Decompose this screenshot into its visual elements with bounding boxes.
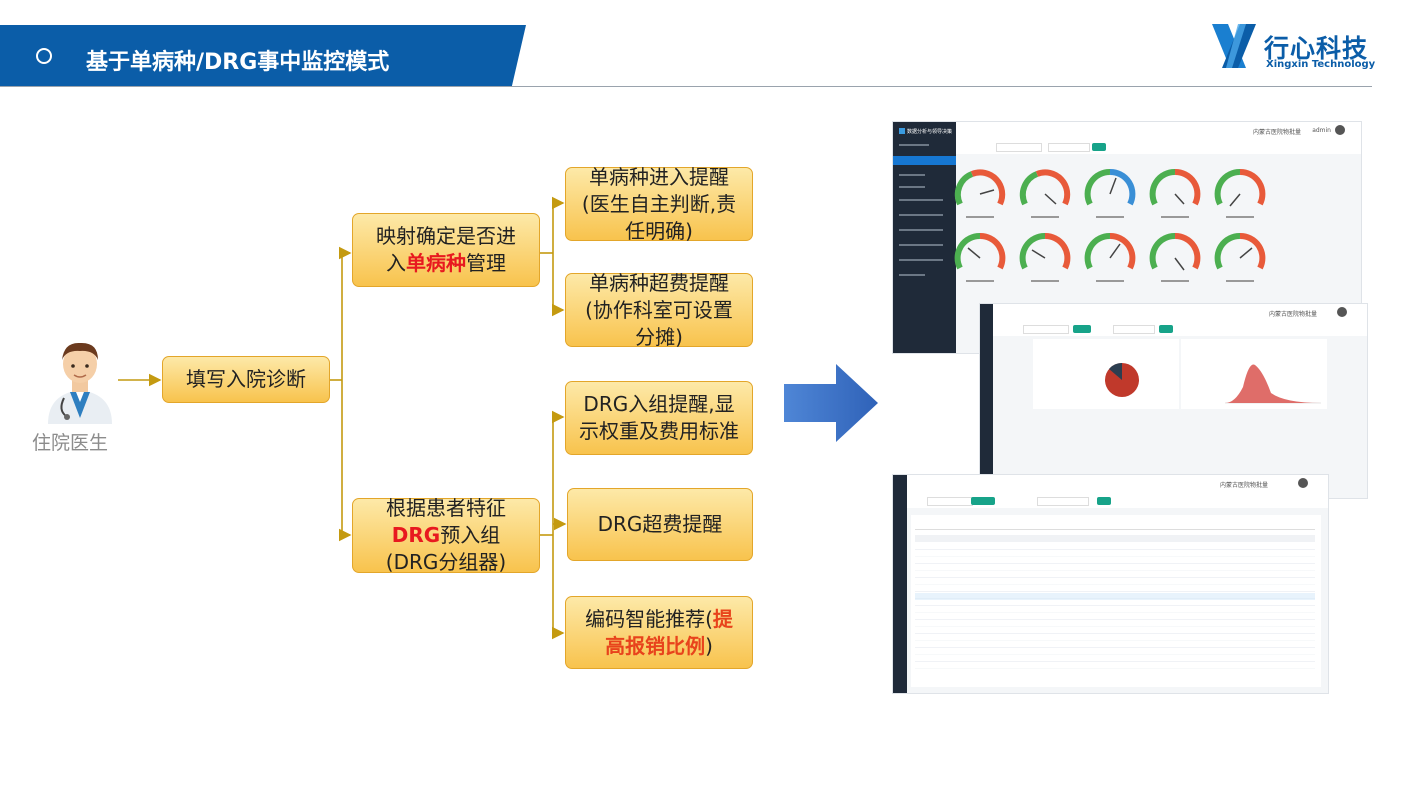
node-root-text: 填写入院诊断 — [186, 367, 306, 391]
logo-mark-icon — [1212, 24, 1256, 68]
logo-subtitle: Xingxin Technology — [1266, 59, 1376, 70]
leaf3-text: DRG入组提醒,显示权重及费用标准 — [579, 392, 739, 443]
dashboard-screenshot-table: 内蒙古医院物批量 — [892, 474, 1329, 694]
area-panel — [1181, 339, 1327, 409]
doctor-label: 住院医生 — [32, 432, 109, 454]
node-branch1-text: 映射确定是否进入单病种管理 — [376, 224, 516, 275]
charts-topbar: 内蒙古医院物批量 — [993, 304, 1367, 323]
node-coding-recommendation: 编码智能推荐(提高报销比例) — [565, 596, 753, 669]
leaf5-text: 编码智能推荐(提高报销比例) — [585, 606, 733, 658]
dashboard-screenshot-charts: 内蒙古医院物批量 — [979, 303, 1368, 499]
header-divider — [0, 86, 1372, 87]
charts-sidebar — [980, 304, 993, 498]
table-rows — [915, 543, 1315, 673]
bullet-circle-icon — [36, 48, 52, 64]
pie-chart — [1105, 362, 1139, 397]
gauge-grid — [954, 168, 1266, 282]
node-drg-group-alert: DRG入组提醒,显示权重及费用标准 — [565, 381, 753, 455]
node-admission-diagnosis: 填写入院诊断 — [162, 356, 330, 403]
right-arrow-icon — [784, 364, 878, 442]
header-band — [0, 25, 507, 87]
leaf1-text: 单病种进入提醒(医生自主判断,责任明确) — [581, 164, 737, 243]
dashboard-filter-bar — [956, 140, 1361, 154]
table-sidebar — [893, 475, 907, 693]
node-drg-overcost-alert: DRG超费提醒 — [567, 488, 753, 561]
leaf4-text: DRG超费提醒 — [597, 512, 723, 536]
node-single-disease-mapping: 映射确定是否进入单病种管理 — [352, 213, 540, 287]
node-single-disease-overcost-alert: 单病种超费提醒(协作科室可设置分摊) — [565, 271, 753, 349]
pie-panel — [1033, 339, 1179, 409]
node-drg-pregroup: 根据患者特征 DRG预入组 (DRG分组器) — [352, 496, 540, 574]
dashboard-topbar: 内蒙古医院物批量 admin — [956, 122, 1361, 141]
dashboard-sidebar: 数据分析与领导决策 — [893, 122, 956, 353]
leaf2-text: 单病种超费提醒(协作科室可设置分摊) — [585, 270, 733, 349]
data-table — [911, 515, 1321, 687]
node-single-disease-entry-alert: 单病种进入提醒(医生自主判断,责任明确) — [565, 165, 753, 243]
logo-name: 行心科技 — [1264, 34, 1369, 63]
tree-connectors — [118, 196, 567, 640]
page-title: 基于单病种/DRG事中监控模式 — [86, 50, 390, 75]
doctor-avatar-icon — [48, 342, 112, 424]
table-topbar: 内蒙古医院物批量 — [907, 475, 1328, 494]
node-branch2-text: 根据患者特征 DRG预入组 (DRG分组器) — [385, 496, 507, 574]
area-chart — [1225, 364, 1321, 404]
